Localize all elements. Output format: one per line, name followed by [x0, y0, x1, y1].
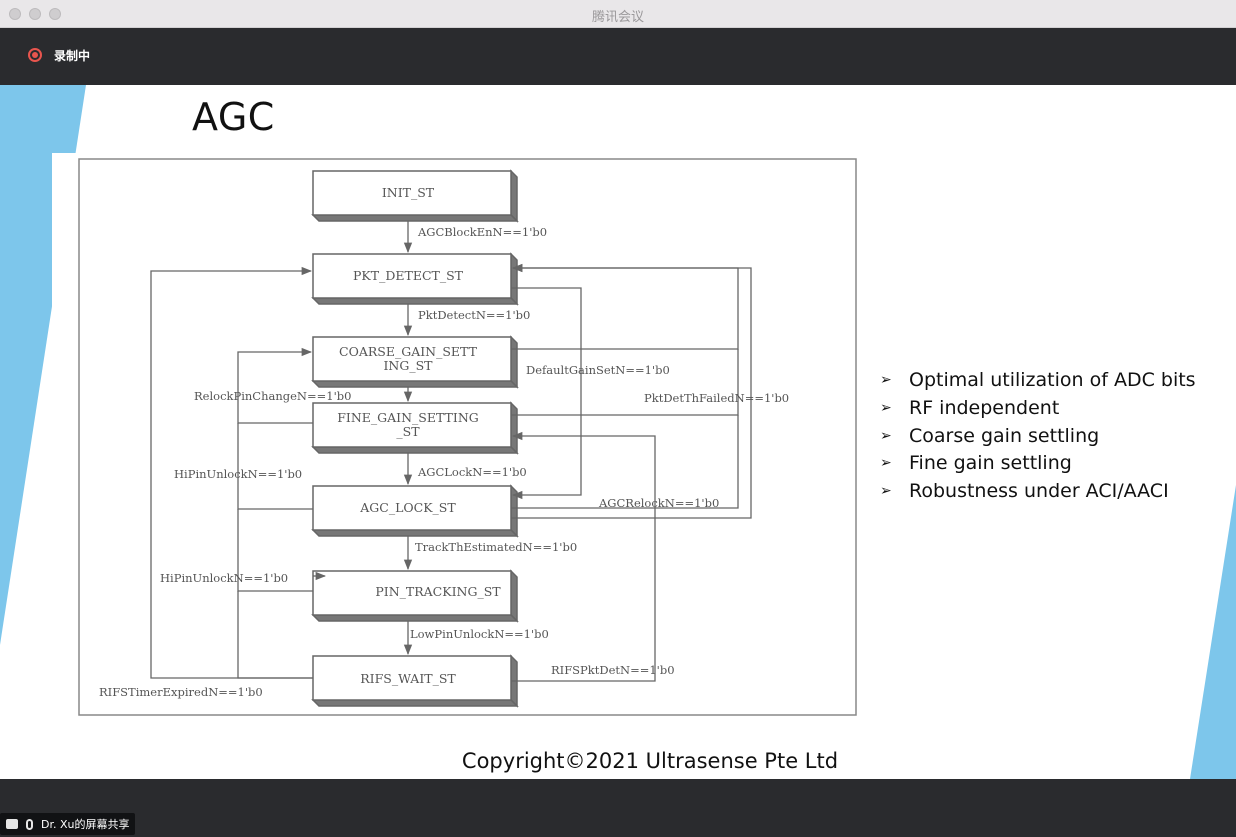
bullet-item: ➢ Fine gain settling [880, 450, 1196, 478]
state-rifs-wait-label: RIFS_WAIT_ST [360, 671, 456, 686]
close-window-button[interactable] [9, 8, 21, 20]
recording-bar: 录制中 [0, 28, 1236, 85]
bullet-item: ➢ RF independent [880, 395, 1196, 423]
arrowhead-bullet-icon: ➢ [880, 483, 892, 500]
state-agc-lock-label: AGC_LOCK_ST [359, 500, 456, 515]
label-low-pin-unlock: LowPinUnlockN==1'b0 [410, 627, 549, 641]
edge-default-gain-set [511, 287, 582, 500]
edge-lock-pkt-det-failed [511, 415, 739, 509]
diagram-frame [78, 158, 857, 716]
state-coarse-gain [311, 335, 519, 389]
edge-pkt-det-th-failed [511, 263, 739, 350]
label-pkt-det-th-failed: PktDetThFailedN==1'b0 [644, 391, 789, 405]
label-track-th-estimated: TrackThEstimatedN==1'b0 [415, 540, 577, 554]
label-rifs-pkt-det: RIFSPktDetN==1'b0 [551, 663, 675, 677]
minimize-window-button[interactable] [29, 8, 41, 20]
state-fine-gain [311, 401, 519, 455]
label-default-gain-set: DefaultGainSetN==1'b0 [526, 363, 670, 377]
edge-fine-pkt-det-failed [511, 349, 739, 416]
bullet-list: ➢ Optimal utilization of ADC bits ➢ RF ind… [880, 367, 1196, 506]
title-bar: 腾讯会议 [0, 0, 1236, 28]
label-hi-pin-unlock-1: HiPinUnlockN==1'b0 [174, 467, 302, 481]
label-relock-pin-change: RelockPinChangeN==1'b0 [194, 389, 351, 403]
label-agc-relock: AGCRelockN==1'b0 [598, 496, 719, 510]
edge-rifs-pkt-det [511, 431, 656, 682]
arrowhead-bullet-icon: ➢ [880, 372, 892, 388]
edge-rifs-timer-expired [150, 266, 313, 679]
edge-rifs-to-coarse [237, 591, 313, 679]
bullet-text: Robustness under ACI/AACI [909, 480, 1169, 503]
edge-hi-pin-unlock-1 [237, 423, 313, 510]
state-init-label: INIT_ST [382, 185, 435, 200]
bullet-item: ➢ Coarse gain settling [880, 423, 1196, 451]
state-agc-lock [311, 484, 519, 538]
state-pin-tracking-label: PIN_TRACKING_ST [375, 584, 501, 599]
arrowhead-bullet-icon: ➢ [880, 399, 892, 416]
state-coarse-label-2: ING_ST [383, 358, 433, 373]
arrowhead-bullet-icon: ➢ [880, 455, 892, 472]
state-coarse-label-1: COARSE_GAIN_SETT [339, 344, 478, 359]
screen-share-label: Dr. Xu的屏幕共享 [41, 818, 130, 831]
state-diagram-svg: INIT_ST PKT_DETECT_ST COARSE_GAIN_SETT I… [78, 158, 857, 716]
shared-slide: AGC [0, 85, 1236, 779]
bullet-text: Optimal utilization of ADC bits [909, 369, 1196, 391]
state-diagram: INIT_ST PKT_DETECT_ST COARSE_GAIN_SETT I… [52, 153, 890, 728]
microphone-icon [26, 818, 33, 830]
maximize-window-button[interactable] [49, 8, 61, 20]
bullet-text: Fine gain settling [909, 452, 1072, 475]
record-icon[interactable] [28, 48, 42, 62]
label-agc-block-en: AGCBlockEnN==1'b0 [417, 225, 547, 239]
edge-agc-relock [511, 263, 752, 519]
state-pin-tracking [311, 569, 519, 623]
window-title: 腾讯会议 [591, 10, 644, 25]
state-pkt-detect-label: PKT_DETECT_ST [353, 268, 464, 283]
bullet-text: RF independent [909, 396, 1060, 419]
copyright-text: Copyright©2021 Ultrasense Pte Ltd [461, 749, 839, 773]
arrowhead-bullet-icon: ➢ [880, 427, 892, 444]
recording-label[interactable]: 录制中 [54, 49, 91, 63]
bullet-item: ➢ Optimal utilization of ADC bits [880, 367, 1196, 395]
bullet-item: ➢ Robustness under ACI/AACI [880, 478, 1196, 506]
label-rifs-timer-expired: RIFSTimerExpiredN==1'b0 [99, 685, 263, 699]
state-fine-label-1: FINE_GAIN_SETTING [337, 410, 479, 425]
label-agc-lock: AGCLockN==1'b0 [417, 465, 527, 479]
state-pkt-detect [311, 252, 519, 306]
label-pkt-detect: PktDetectN==1'b0 [418, 308, 530, 322]
state-init [311, 169, 519, 223]
screen-share-badge[interactable]: Dr. Xu的屏幕共享 [0, 813, 136, 835]
bullet-text: Coarse gain settling [909, 424, 1100, 447]
screen-share-icon [6, 819, 18, 829]
state-fine-label-2: _ST [396, 424, 420, 439]
bottom-bar: Dr. Xu的屏幕共享 [0, 779, 1236, 837]
slide-title: AGC [192, 95, 275, 139]
label-hi-pin-unlock-2: HiPinUnlockN==1'b0 [160, 571, 288, 585]
edge-relock-pin-change [237, 347, 313, 424]
